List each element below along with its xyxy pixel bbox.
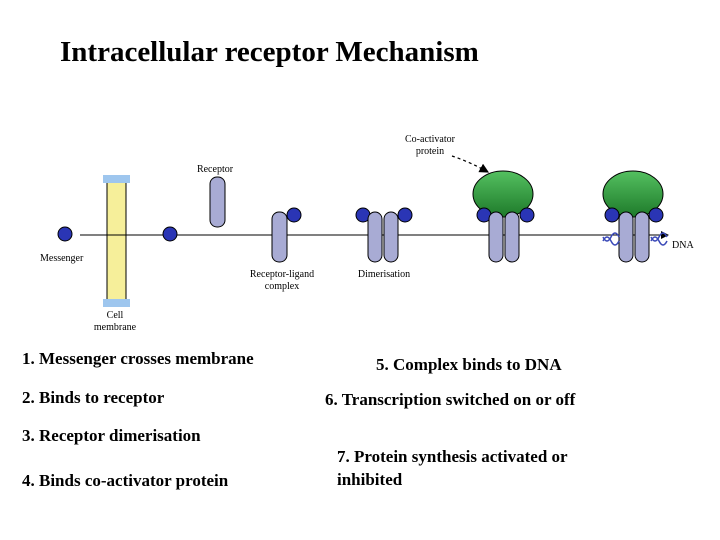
step-5: 5. Complex binds to DNA (376, 355, 562, 374)
step-4: 4. Binds co-activator protein (22, 471, 229, 490)
page-title: Intracellular receptor Mechanism (60, 36, 479, 68)
messenger-inside (162, 226, 178, 242)
step-2: 2. Binds to receptor (22, 388, 165, 407)
dimerisation-label: Dimerisation (358, 269, 410, 280)
coactivator-complex (472, 170, 535, 263)
step-3: 3. Receptor dimerisation (22, 426, 201, 445)
receptor-label: Receptor (197, 164, 234, 175)
receptor-mechanism-diagram: Co-activator protein Receptor DNA Messen… (40, 134, 694, 333)
receptor-ligand-label-line1: Receptor-ligand (250, 269, 314, 280)
dna-strand (602, 232, 668, 246)
receptor-ligand-label-line2: complex (265, 281, 299, 292)
step-6: 6. Transcription switched on or off (325, 390, 576, 409)
coactivator-label-line1: Co-activator (405, 134, 456, 145)
receptor (209, 176, 226, 228)
cell-membrane (103, 175, 130, 307)
messenger-label: Messenger (40, 253, 84, 264)
receptor-ligand-complex (271, 207, 302, 263)
step-7: 7. Protein synthesis activated or inhibi… (337, 447, 568, 489)
step-1: 1. Messenger crosses membrane (22, 349, 254, 368)
cell-membrane-label-line2: membrane (94, 322, 137, 333)
messenger-outside (57, 226, 73, 242)
dna-label: DNA (672, 240, 694, 251)
receptor-dimer (355, 207, 413, 263)
coactivator-pointer (451, 155, 490, 173)
cell-membrane-label-line1: Cell (107, 310, 124, 321)
dna-bound-complex (602, 170, 664, 263)
coactivator-label-line2: protein (416, 146, 444, 157)
